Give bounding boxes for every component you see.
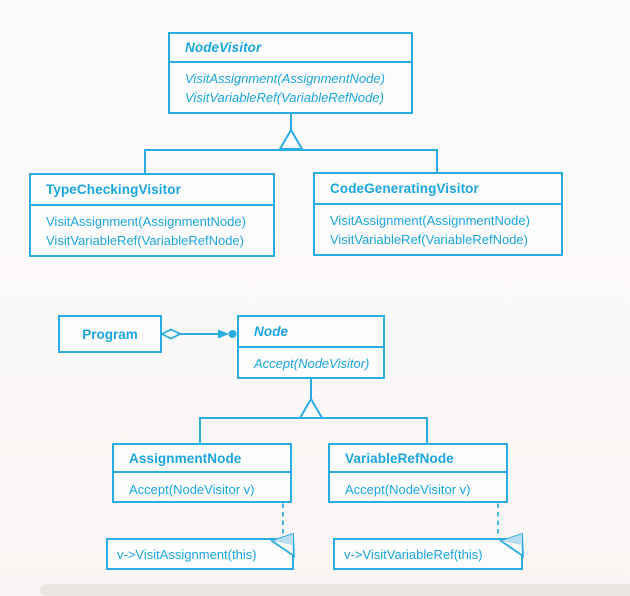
navigability-arrowhead-icon: [218, 329, 229, 339]
class-methods: VisitAssignment(AssignmentNode) VisitVar…: [31, 206, 273, 254]
note-box-visit-variableref: v->VisitVariableRef(this): [333, 532, 524, 570]
class-box-typecheckingvisitor: TypeCheckingVisitor VisitAssignment(Assi…: [29, 173, 275, 257]
class-methods: VisitAssignment(AssignmentNode) VisitVar…: [315, 205, 561, 253]
class-box-program: Program: [58, 315, 162, 353]
class-box-assignmentnode: AssignmentNode Accept(NodeVisitor v): [112, 443, 292, 503]
class-box-nodevisitor: NodeVisitor VisitAssignment(AssignmentNo…: [168, 32, 413, 114]
method-label: Accept(NodeVisitor v): [345, 482, 471, 497]
class-methods: Accept(NodeVisitor v): [330, 473, 506, 503]
class-box-codegeneratingvisitor: CodeGeneratingVisitor VisitAssignment(As…: [313, 172, 563, 256]
class-methods: VisitAssignment(AssignmentNode) VisitVar…: [170, 63, 411, 111]
method-label: VisitAssignment(AssignmentNode): [46, 214, 246, 229]
method-label: VisitAssignment(AssignmentNode): [330, 213, 530, 228]
children-branch-line: [144, 149, 438, 173]
dog-ear-icon: [269, 532, 295, 558]
method-label: VisitAssignment(AssignmentNode): [185, 71, 385, 86]
class-title: Node: [239, 317, 383, 348]
class-title: Program: [82, 326, 138, 342]
class-title: AssignmentNode: [114, 445, 290, 473]
inheritance-triangle-icon: [278, 128, 304, 150]
note-box-visit-assignment: v->VisitAssignment(this): [106, 532, 295, 570]
class-methods: Accept(NodeVisitor v): [114, 473, 290, 503]
method-label: VisitVariableRef(VariableRefNode): [330, 232, 528, 247]
aggregation-connector: [159, 328, 237, 340]
method-label: VisitVariableRef(VariableRefNode): [185, 90, 384, 105]
aggregation-diamond-icon: [159, 328, 183, 340]
class-box-node: Node Accept(NodeVisitor): [237, 315, 385, 379]
method-label: VisitVariableRef(VariableRefNode): [46, 233, 244, 248]
page-edge-shadow: [40, 584, 630, 596]
method-label: Accept(NodeVisitor): [254, 356, 370, 371]
inheritance-connector-top: [144, 113, 438, 173]
class-box-variablerefnode: VariableRefNode Accept(NodeVisitor v): [328, 443, 508, 503]
class-title: NodeVisitor: [170, 34, 411, 63]
dog-ear-icon: [498, 532, 524, 558]
class-title: CodeGeneratingVisitor: [315, 174, 561, 205]
multiplicity-many-dot-icon: [228, 330, 237, 338]
method-label: Accept(NodeVisitor v): [129, 482, 255, 497]
note-text: v->VisitVariableRef(this): [344, 546, 483, 562]
class-methods: Accept(NodeVisitor): [239, 348, 383, 377]
note-text: v->VisitAssignment(this): [117, 546, 257, 562]
class-title: TypeCheckingVisitor: [31, 175, 273, 206]
children-branch-line: [199, 417, 428, 443]
inheritance-triangle-icon: [298, 397, 324, 419]
inheritance-connector-bottom: [199, 379, 428, 443]
class-title: VariableRefNode: [330, 445, 506, 473]
